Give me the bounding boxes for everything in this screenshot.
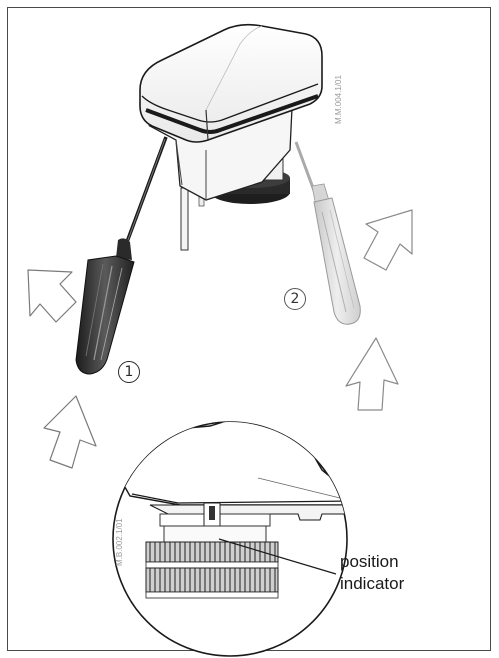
reference-code-detail: M.B.002.1/01 [115,518,124,566]
arrow-up-right-lower [345,337,399,411]
callout-label-line2: indicator [340,574,405,593]
callout-label-line1: position [340,552,399,571]
screwdriver-2 [294,141,361,325]
step-1-marker: 1 [118,361,140,383]
screwdriver-1 [75,136,168,375]
arrow-up-left [27,269,77,323]
reference-code-top: M.M.004.1/01 [334,75,343,124]
detail-view [112,421,348,657]
arrow-up-left-lower [43,395,97,469]
actuator-unit: N [139,23,323,251]
callout-leader-line [218,538,337,575]
step-2-marker: 2 [284,288,306,310]
arrow-up-right [363,209,413,271]
